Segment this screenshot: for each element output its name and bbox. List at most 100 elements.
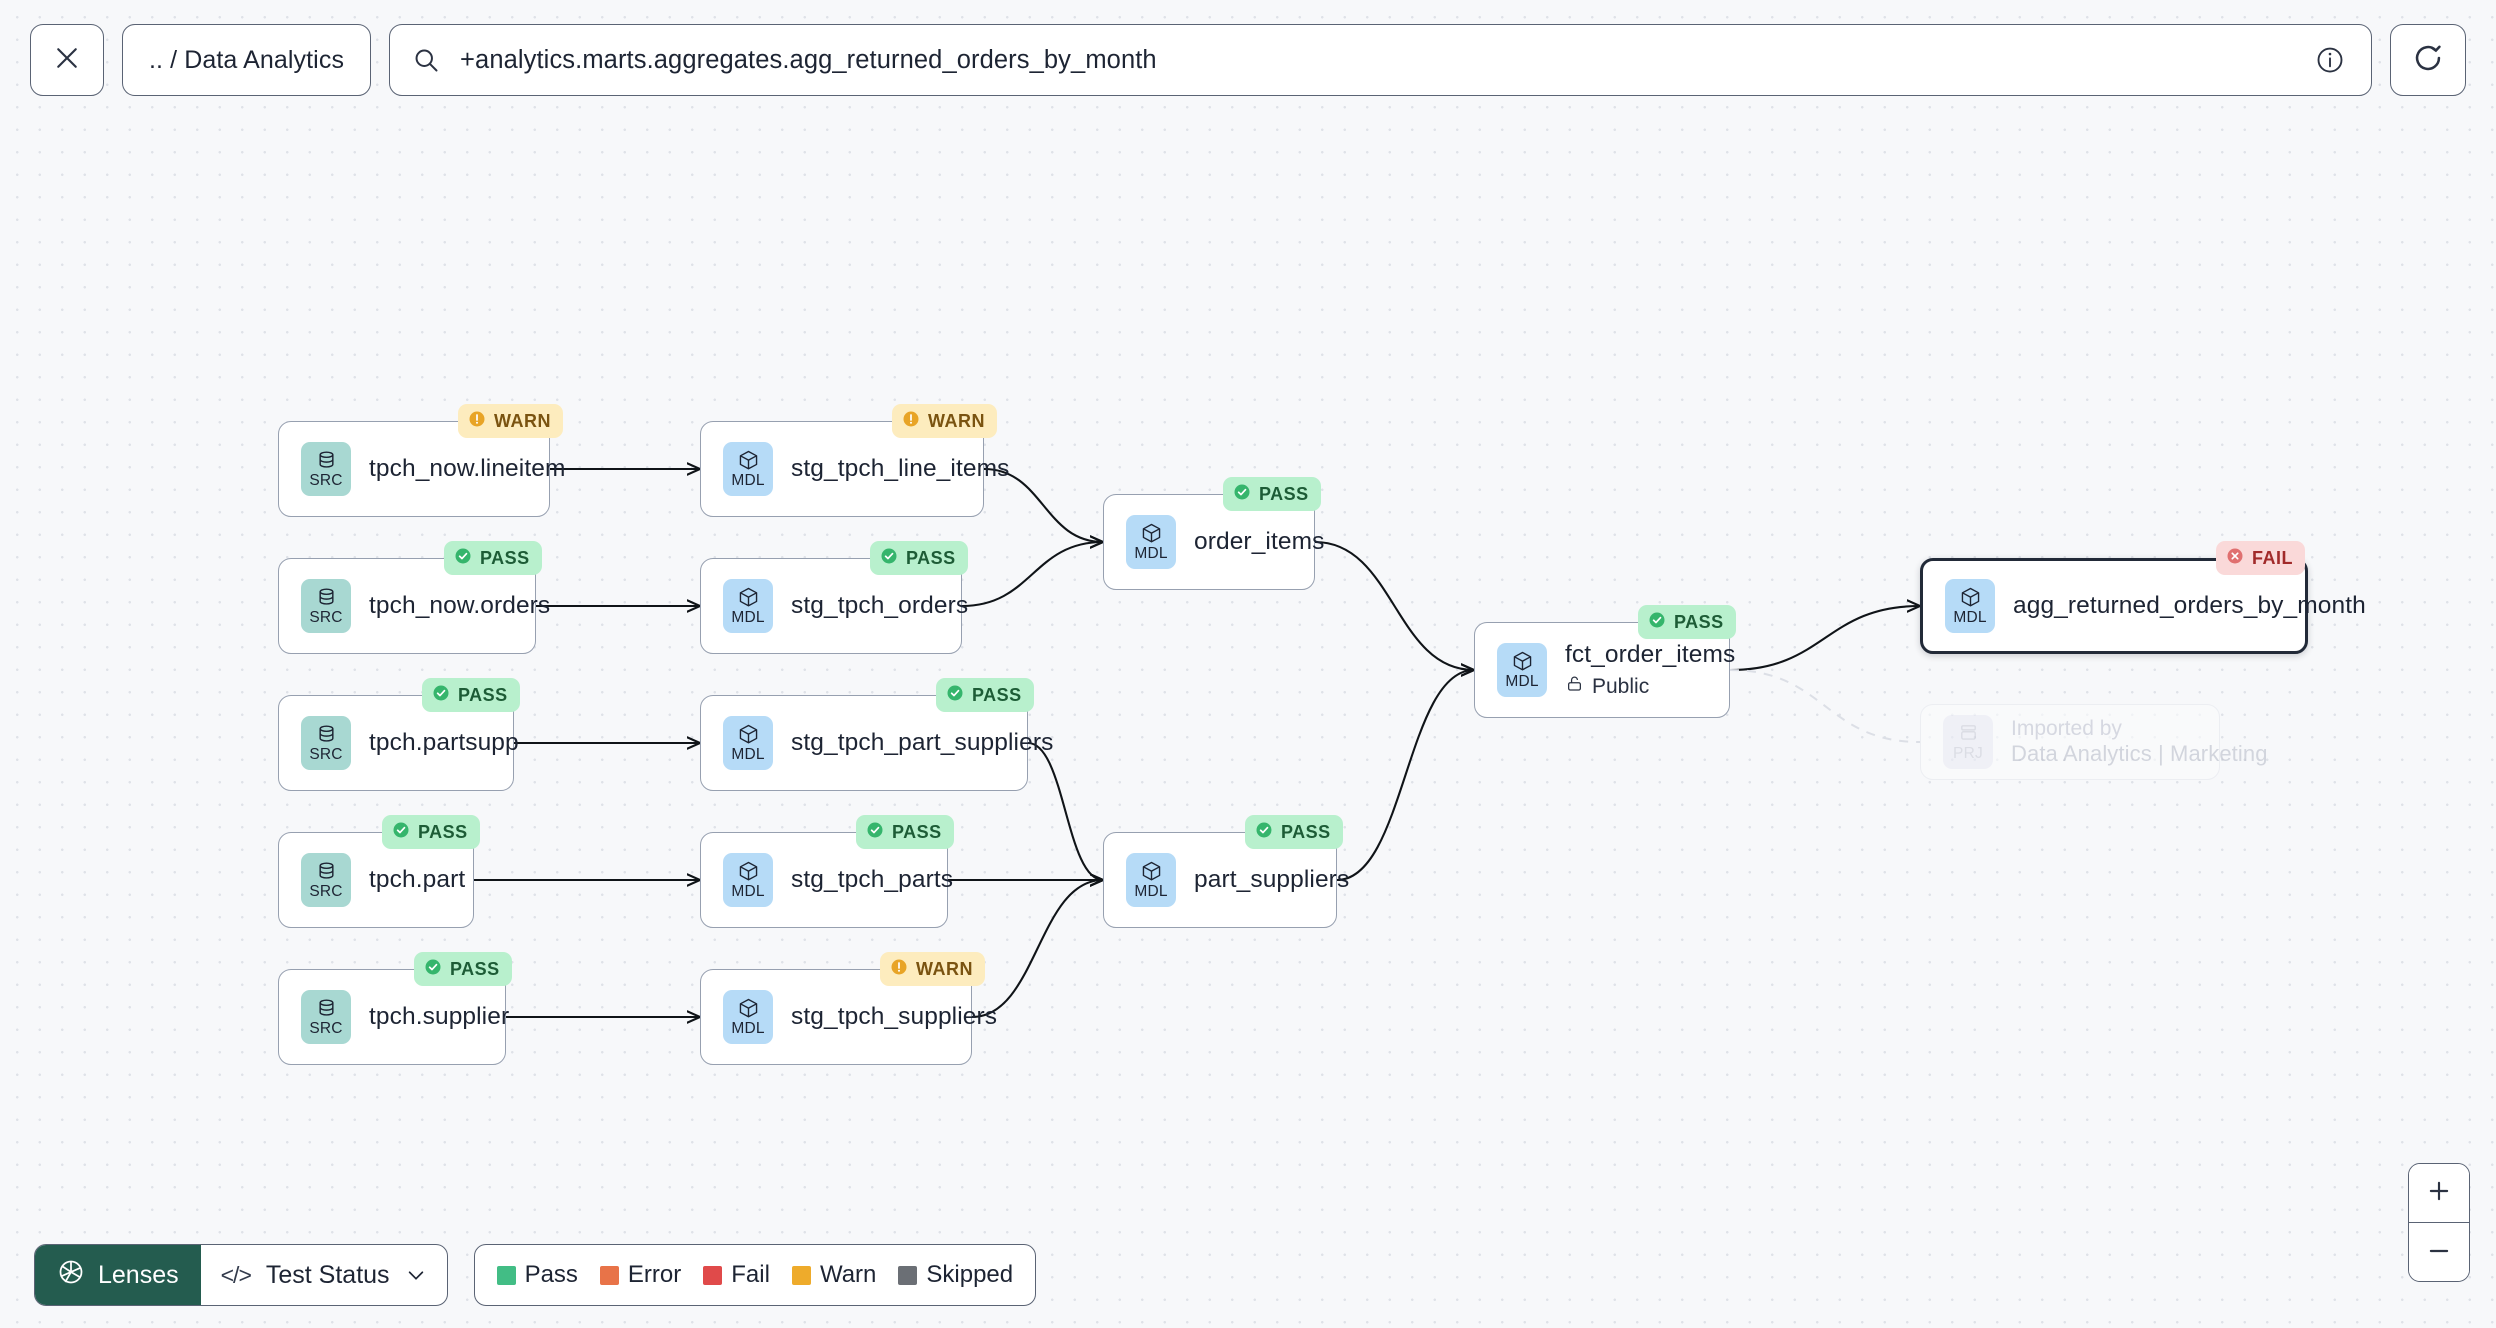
cube-icon	[1511, 650, 1534, 673]
zoom-out-button[interactable]	[2409, 1223, 2469, 1281]
node-type-label: MDL	[731, 472, 765, 490]
mdl-type-chip: MDL	[723, 990, 773, 1044]
edge-fct-imported-ghost	[1729, 669, 1921, 743]
fail-icon	[2226, 547, 2244, 570]
project-icon	[1957, 722, 1980, 745]
status-badge-pass: PASS	[414, 952, 512, 986]
mdl-type-chip: MDL	[1945, 579, 1995, 633]
status-badge-label: PASS	[1281, 821, 1331, 842]
legend-item-error[interactable]: Error	[599, 1261, 682, 1289]
legend-item-pass[interactable]: Pass	[496, 1261, 578, 1289]
legend-label: Error	[627, 1261, 682, 1288]
database-icon	[315, 997, 338, 1020]
edge-orderitems-fct	[1314, 540, 1474, 670]
mdl-type-chip: MDL	[1126, 515, 1176, 569]
status-badge-label: PASS	[892, 821, 942, 842]
search-bar[interactable]: +analytics.marts.aggregates.agg_returned…	[389, 24, 2372, 96]
node-type-label: SRC	[309, 1020, 343, 1038]
node-label: tpch_now.lineitem	[369, 455, 566, 482]
mdl-type-chip: MDL	[1497, 643, 1547, 697]
node-body: tpch.partsupp	[369, 729, 519, 757]
code-brackets-icon: </>	[220, 1261, 252, 1288]
node-visibility: Public	[1565, 674, 1729, 699]
breadcrumb-label: .. / Data Analytics	[149, 45, 345, 74]
node-type-label: SRC	[309, 883, 343, 901]
legend-label: Pass	[524, 1261, 578, 1288]
legend-swatch	[599, 1265, 619, 1285]
edge-partsuppliers-fct	[1336, 670, 1474, 882]
node-label: tpch.partsupp	[369, 729, 519, 756]
legend-label: Warn	[819, 1261, 877, 1288]
legend-item-warn[interactable]: Warn	[791, 1261, 877, 1289]
cube-icon	[737, 860, 760, 883]
lenses-group: Lenses </> Test Status	[34, 1244, 448, 1306]
node-body: stg_tpch_part_suppliers	[791, 729, 1053, 757]
node-type-label: MDL	[731, 746, 765, 764]
status-badge-pass: PASS	[444, 541, 542, 575]
node-body: agg_returned_orders_by_month	[2013, 592, 2366, 620]
close-button[interactable]	[30, 24, 104, 96]
unlock-icon	[1565, 674, 1584, 699]
node-label: order_items	[1194, 528, 1325, 555]
node-type-label: MDL	[731, 1020, 765, 1038]
lineage-node-prj_imported[interactable]: PRJ Imported by Data Analytics | Marketi…	[1920, 704, 2267, 780]
node-type-label: MDL	[1953, 609, 1987, 627]
src-type-chip: SRC	[301, 442, 351, 496]
status-badge-pass: PASS	[422, 678, 520, 712]
status-badge-label: WARN	[916, 958, 973, 979]
search-input[interactable]: +analytics.marts.aggregates.agg_returned…	[460, 45, 1157, 74]
node-type-label: SRC	[309, 472, 343, 490]
node-label: stg_tpch_suppliers	[791, 1003, 998, 1030]
test-status-dropdown[interactable]: </> Test Status	[201, 1245, 447, 1305]
edge-stgsuppliers-partsuppliers	[971, 880, 1103, 1019]
node-body: tpch.supplier	[369, 1003, 509, 1031]
refresh-icon	[2412, 42, 2444, 79]
lineage-node-src_part[interactable]: SRC tpch.part	[278, 832, 474, 928]
cube-icon	[737, 723, 760, 746]
status-badge-pass: PASS	[1638, 605, 1736, 639]
edge-stgpartsupp-partsuppliers	[1027, 741, 1103, 880]
node-label: tpch.part	[369, 866, 466, 893]
src-type-chip: SRC	[301, 990, 351, 1044]
lenses-button[interactable]: Lenses	[35, 1245, 201, 1305]
status-badge-pass: PASS	[1223, 477, 1321, 511]
prj-type-chip: PRJ	[1943, 715, 1993, 769]
node-label: agg_returned_orders_by_month	[2013, 592, 2366, 619]
database-icon	[315, 860, 338, 883]
pass-icon	[454, 547, 472, 570]
legend-item-fail[interactable]: Fail	[703, 1261, 770, 1289]
node-type-label: MDL	[1134, 545, 1168, 563]
refresh-button[interactable]	[2390, 24, 2466, 96]
node-label: fct_order_items	[1565, 641, 1736, 668]
zoom-in-button[interactable]	[2409, 1163, 2469, 1222]
status-badge-pass: PASS	[870, 541, 968, 575]
pass-icon	[1255, 821, 1273, 844]
node-label: tpch_now.orders	[369, 592, 551, 619]
node-type-label: PRJ	[1953, 745, 1983, 763]
cube-icon	[1959, 586, 1982, 609]
warn-icon	[468, 410, 486, 433]
aperture-icon	[57, 1258, 85, 1293]
lineage-node-order_items[interactable]: MDL order_items	[1103, 494, 1325, 590]
status-badge-warn: WARN	[892, 404, 997, 438]
breadcrumb[interactable]: .. / Data Analytics	[122, 24, 372, 96]
mdl-type-chip: MDL	[723, 853, 773, 907]
node-body: stg_tpch_line_items	[791, 455, 1010, 483]
node-label: stg_tpch_line_items	[791, 455, 1010, 482]
node-label: stg_tpch_parts	[791, 866, 954, 893]
legend-label: Skipped	[926, 1261, 1014, 1288]
cube-icon	[1140, 860, 1163, 883]
mdl-type-chip: MDL	[1126, 853, 1176, 907]
status-badge-label: WARN	[494, 410, 551, 431]
legend-item-skipped[interactable]: Skipped	[898, 1261, 1013, 1289]
info-icon[interactable]	[2315, 45, 2345, 75]
edge-fct-agg	[1729, 606, 1920, 672]
node-body: stg_tpch_parts	[791, 866, 954, 894]
mdl-type-chip: MDL	[723, 442, 773, 496]
node-type-label: MDL	[1505, 673, 1539, 691]
mdl-type-chip: MDL	[723, 716, 773, 770]
cube-icon	[1140, 522, 1163, 545]
node-body: stg_tpch_orders	[791, 592, 968, 620]
status-badge-label: PASS	[450, 958, 500, 979]
